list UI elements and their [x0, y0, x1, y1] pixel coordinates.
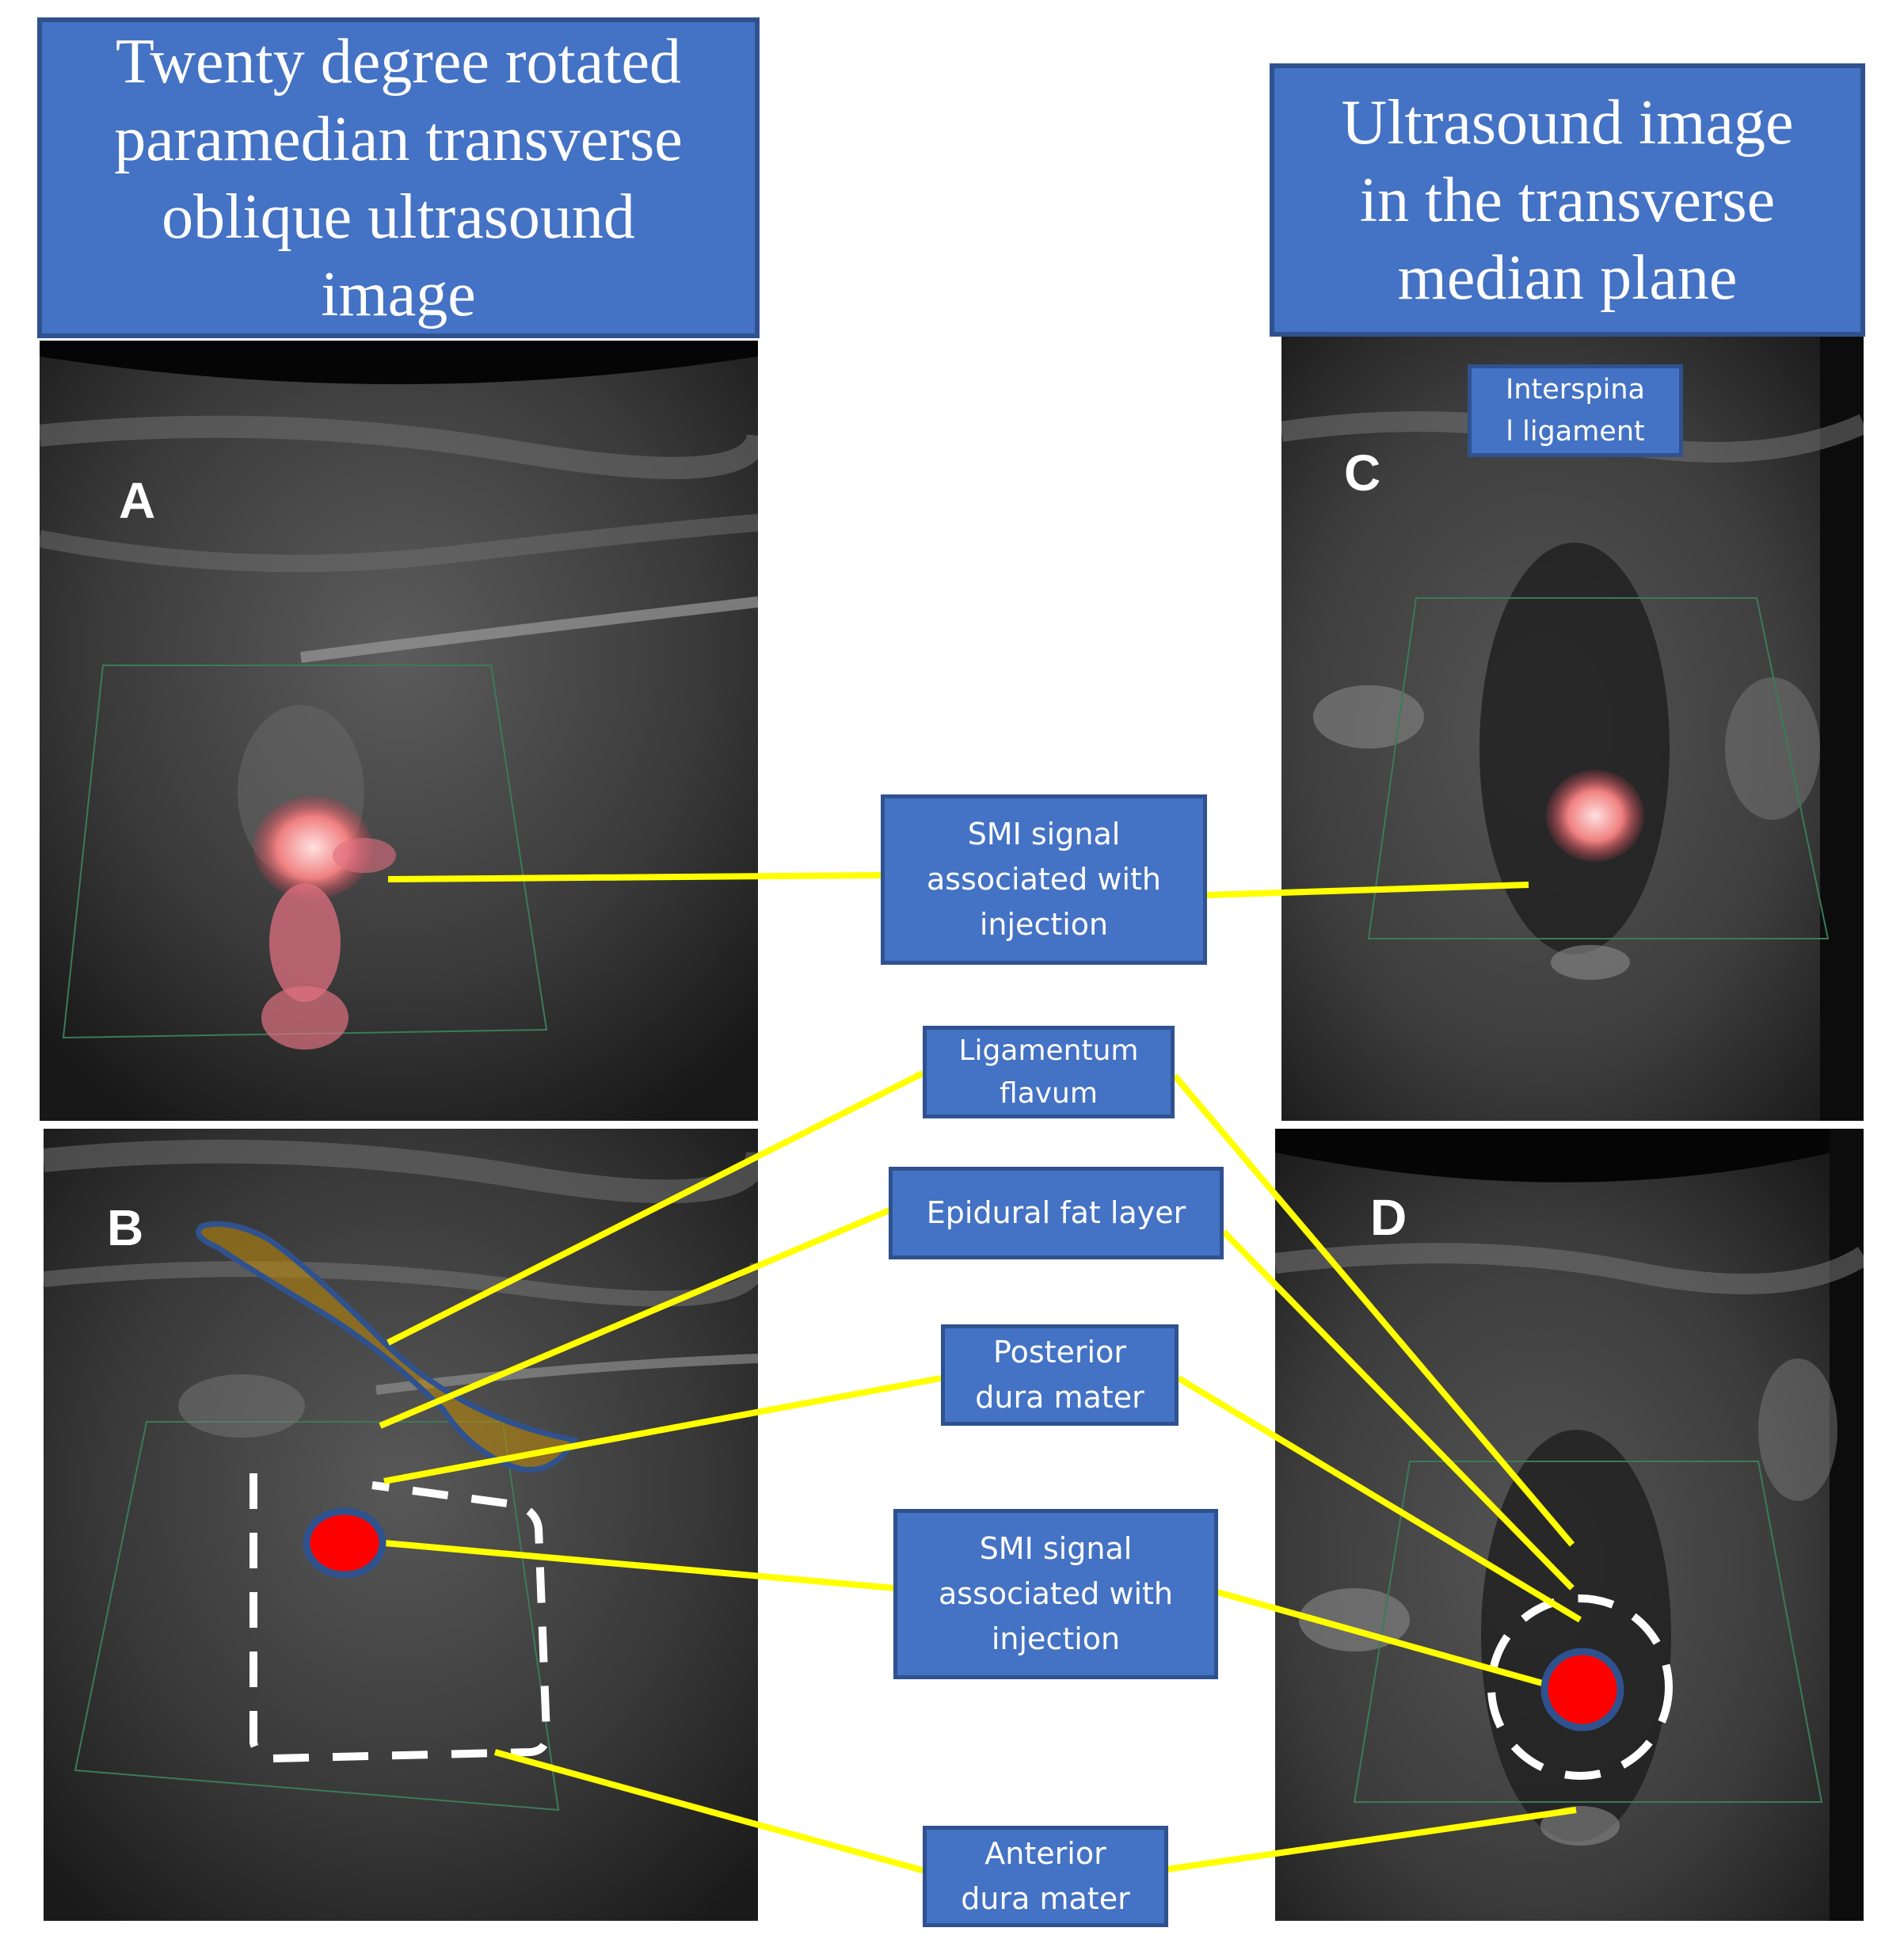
- title-left: Twenty degree rotated paramedian transve…: [37, 17, 760, 338]
- label-anterior-dura-mater: Anterior dura mater: [923, 1826, 1168, 1927]
- label-ligamentum-line2: flavum: [1000, 1076, 1098, 1110]
- title-left-line1: Twenty degree rotated: [115, 26, 682, 97]
- panel-label-a: A: [119, 472, 156, 529]
- label-epidural-fat-layer: Epidural fat layer: [889, 1167, 1224, 1259]
- label-smi-signal-top: SMI signal associated with injection: [881, 794, 1207, 965]
- label-smi-top-line2: associated with: [927, 862, 1161, 897]
- panel-label-c: C: [1344, 444, 1381, 501]
- title-left-line4: image: [321, 259, 476, 330]
- label-smi-top-line3: injection: [979, 907, 1109, 942]
- label-interspinal-ligament: Interspina l ligament: [1468, 364, 1683, 457]
- label-ligamentum-line1: Ligamentum: [958, 1034, 1139, 1067]
- label-smi-top-line1: SMI signal: [967, 817, 1121, 851]
- panel-label-b: B: [107, 1199, 144, 1256]
- label-anterior-line2: dura mater: [961, 1881, 1130, 1916]
- ultrasound-panel-a: A: [40, 341, 758, 1121]
- ultrasound-panel-d: D: [1275, 1129, 1864, 1921]
- ultrasound-panel-c: C: [1281, 337, 1864, 1121]
- title-left-line3: oblique ultrasound: [162, 181, 635, 252]
- label-anterior-line1: Anterior: [984, 1836, 1106, 1871]
- title-right: Ultrasound image in the transverse media…: [1270, 63, 1865, 337]
- ultrasound-panel-b: B: [44, 1129, 758, 1921]
- label-interspinal-line2: l ligament: [1506, 415, 1645, 448]
- label-ligamentum-flavum: Ligamentum flavum: [923, 1026, 1175, 1118]
- title-right-line1: Ultrasound image: [1341, 87, 1794, 158]
- title-left-line2: paramedian transverse: [114, 104, 683, 174]
- label-smi-bottom-line3: injection: [991, 1621, 1121, 1656]
- title-right-line3: median plane: [1397, 242, 1738, 313]
- label-epidural-line1: Epidural fat layer: [926, 1195, 1186, 1230]
- ultrasound-image-d: [1275, 1129, 1864, 1921]
- label-posterior-dura-mater: Posterior dura mater: [941, 1324, 1179, 1426]
- panel-label-d: D: [1370, 1189, 1407, 1246]
- label-interspinal-line1: Interspina: [1506, 374, 1645, 406]
- label-smi-signal-bottom: SMI signal associated with injection: [893, 1509, 1218, 1679]
- label-posterior-line2: dura mater: [975, 1380, 1144, 1415]
- label-posterior-line1: Posterior: [993, 1335, 1126, 1370]
- ultrasound-image-a: [40, 341, 758, 1121]
- title-right-line2: in the transverse: [1359, 165, 1776, 235]
- label-smi-bottom-line2: associated with: [939, 1576, 1173, 1611]
- label-smi-bottom-line1: SMI signal: [979, 1531, 1133, 1566]
- ultrasound-image-b: [44, 1129, 758, 1921]
